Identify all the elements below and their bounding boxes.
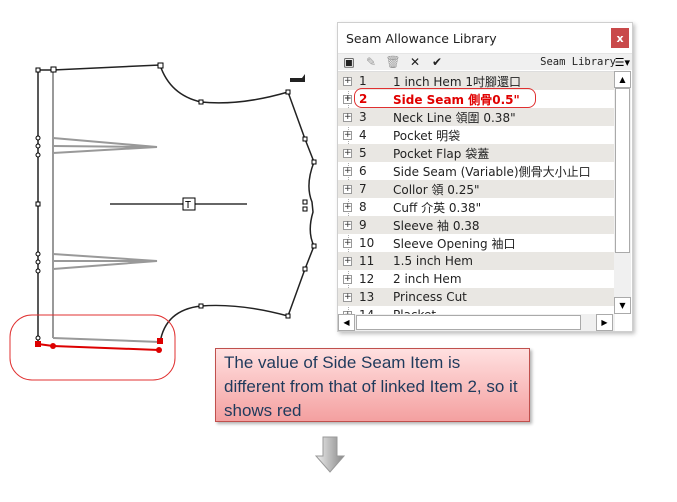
list-item[interactable]: +1 1 inch Hem 1吋腳還口 [338, 72, 615, 90]
expand-icon[interactable]: + [343, 129, 352, 140]
row-highlight-ring [354, 88, 536, 108]
vertical-scrollbar[interactable]: ▲ ▼ [614, 71, 631, 314]
item-name: Neck Line 領圍 0.38" [393, 110, 516, 125]
list-item[interactable]: +7 Collor 領 0.25" [338, 180, 615, 198]
item-number: 14 [359, 308, 374, 314]
item-name: 1 inch Hem 1吋腳還口 [393, 74, 521, 89]
close-button[interactable]: x [611, 28, 629, 48]
item-number: 6 [359, 164, 367, 178]
item-number: 13 [359, 290, 375, 304]
list-item[interactable]: +11 1.5 inch Hem [338, 252, 615, 270]
item-number: 11 [359, 254, 375, 268]
toolbar: ▣ ✎ 🗑 ✕ ✔ Seam Library ☰▾ [338, 53, 632, 70]
save-icon[interactable]: ▣ [343, 55, 355, 69]
text-marker-icon [182, 197, 196, 211]
pattern-canvas[interactable]: T [0, 0, 340, 390]
delete-icon[interactable]: 🗑 [385, 55, 401, 69]
item-number: 9 [359, 218, 367, 232]
item-name: Pocket Flap 袋蓋 [393, 146, 490, 161]
expand-icon[interactable]: + [343, 291, 352, 302]
item-number: 10 [359, 236, 375, 250]
item-number: 2 [359, 92, 368, 106]
list-item[interactable]: +3 Neck Line 領圍 0.38" [338, 108, 615, 126]
expand-icon[interactable]: + [343, 255, 352, 266]
svg-text:T: T [185, 200, 191, 211]
item-name: Princess Cut [393, 290, 467, 304]
expand-icon[interactable]: + [343, 93, 352, 104]
horizontal-scrollbar[interactable]: ◀ ▶ [338, 314, 615, 331]
dart-upper [52, 137, 158, 154]
list-item[interactable]: +12 2 inch Hem [338, 270, 615, 288]
item-name: Sleeve 袖 0.38 [393, 218, 480, 233]
item-number: 5 [359, 146, 367, 160]
item-number: 12 [359, 272, 375, 286]
expand-icon[interactable]: + [343, 237, 352, 248]
item-name: Side Seam 側骨0.5" [393, 92, 520, 107]
side-seam-red-line [37, 343, 160, 351]
list-item[interactable]: +2 Side Seam 側骨0.5" [338, 90, 615, 108]
scroll-left-icon[interactable]: ◀ [338, 314, 355, 331]
expand-icon[interactable]: + [343, 165, 352, 176]
item-number: 8 [359, 200, 367, 214]
expand-icon[interactable]: + [343, 273, 352, 284]
seam-list: +1 1 inch Hem 1吋腳還口 +2 Side Seam 側骨0.5" +3 Ne… [338, 71, 615, 314]
highlight-ellipse [9, 314, 176, 381]
panel-title: Seam Allowance Library [346, 30, 497, 46]
menu-icon[interactable]: ☰▾ [614, 55, 630, 69]
item-number: 7 [359, 182, 367, 196]
callout-note: The value of Side Seam Item is different… [215, 348, 530, 422]
seam-allowance-library-panel: Seam Allowance Library x ▣ ✎ 🗑 ✕ ✔ Seam … [337, 22, 633, 332]
hscroll-thumb[interactable] [356, 315, 581, 330]
item-name: 2 inch Hem [393, 272, 462, 286]
close-x-icon[interactable]: ✕ [409, 55, 421, 69]
expand-icon[interactable]: + [343, 183, 352, 194]
list-item[interactable]: +5 Pocket Flap 袋蓋 [338, 144, 615, 162]
expand-icon[interactable]: + [343, 201, 352, 212]
scroll-down-icon[interactable]: ▼ [614, 297, 631, 314]
item-name: Placket [393, 308, 436, 314]
expand-icon[interactable]: + [343, 75, 352, 86]
library-label[interactable]: Seam Library [540, 56, 616, 68]
expand-icon[interactable]: + [343, 219, 352, 230]
scroll-thumb[interactable] [615, 88, 630, 253]
item-name: Sleeve Opening 袖口 [393, 236, 516, 251]
item-name: Collor 領 0.25" [393, 182, 480, 197]
item-name: Side Seam (Variable)側骨大小止口 [393, 164, 591, 179]
scroll-up-icon[interactable]: ▲ [614, 71, 631, 88]
list-item[interactable]: +4 Pocket 明袋 [338, 126, 615, 144]
list-item[interactable]: +9 Sleeve 袖 0.38 [338, 216, 615, 234]
down-arrow-icon [314, 436, 346, 473]
item-number: 3 [359, 110, 367, 124]
scroll-right-icon[interactable]: ▶ [596, 314, 613, 331]
expand-icon[interactable]: + [343, 147, 352, 158]
expand-icon[interactable]: + [343, 111, 352, 122]
expand-icon[interactable]: + [343, 310, 352, 314]
list-item[interactable]: +6 Side Seam (Variable)側骨大小止口 [338, 162, 615, 180]
list-item[interactable]: +14 Placket [338, 306, 615, 314]
cut-piece-icon [290, 74, 305, 82]
item-name: Pocket 明袋 [393, 128, 461, 143]
item-name: Cuff 介英 0.38" [393, 200, 482, 215]
item-number: 4 [359, 128, 367, 142]
dart-lower [52, 253, 158, 270]
item-name: 1.5 inch Hem [393, 254, 473, 268]
list-item[interactable]: +13 Princess Cut [338, 288, 615, 306]
edit-icon[interactable]: ✎ [365, 55, 377, 69]
item-number: 1 [359, 74, 367, 88]
check-icon[interactable]: ✔ [431, 55, 443, 69]
list-item[interactable]: +10 Sleeve Opening 袖口 [338, 234, 615, 252]
list-item[interactable]: +8 Cuff 介英 0.38" [338, 198, 615, 216]
